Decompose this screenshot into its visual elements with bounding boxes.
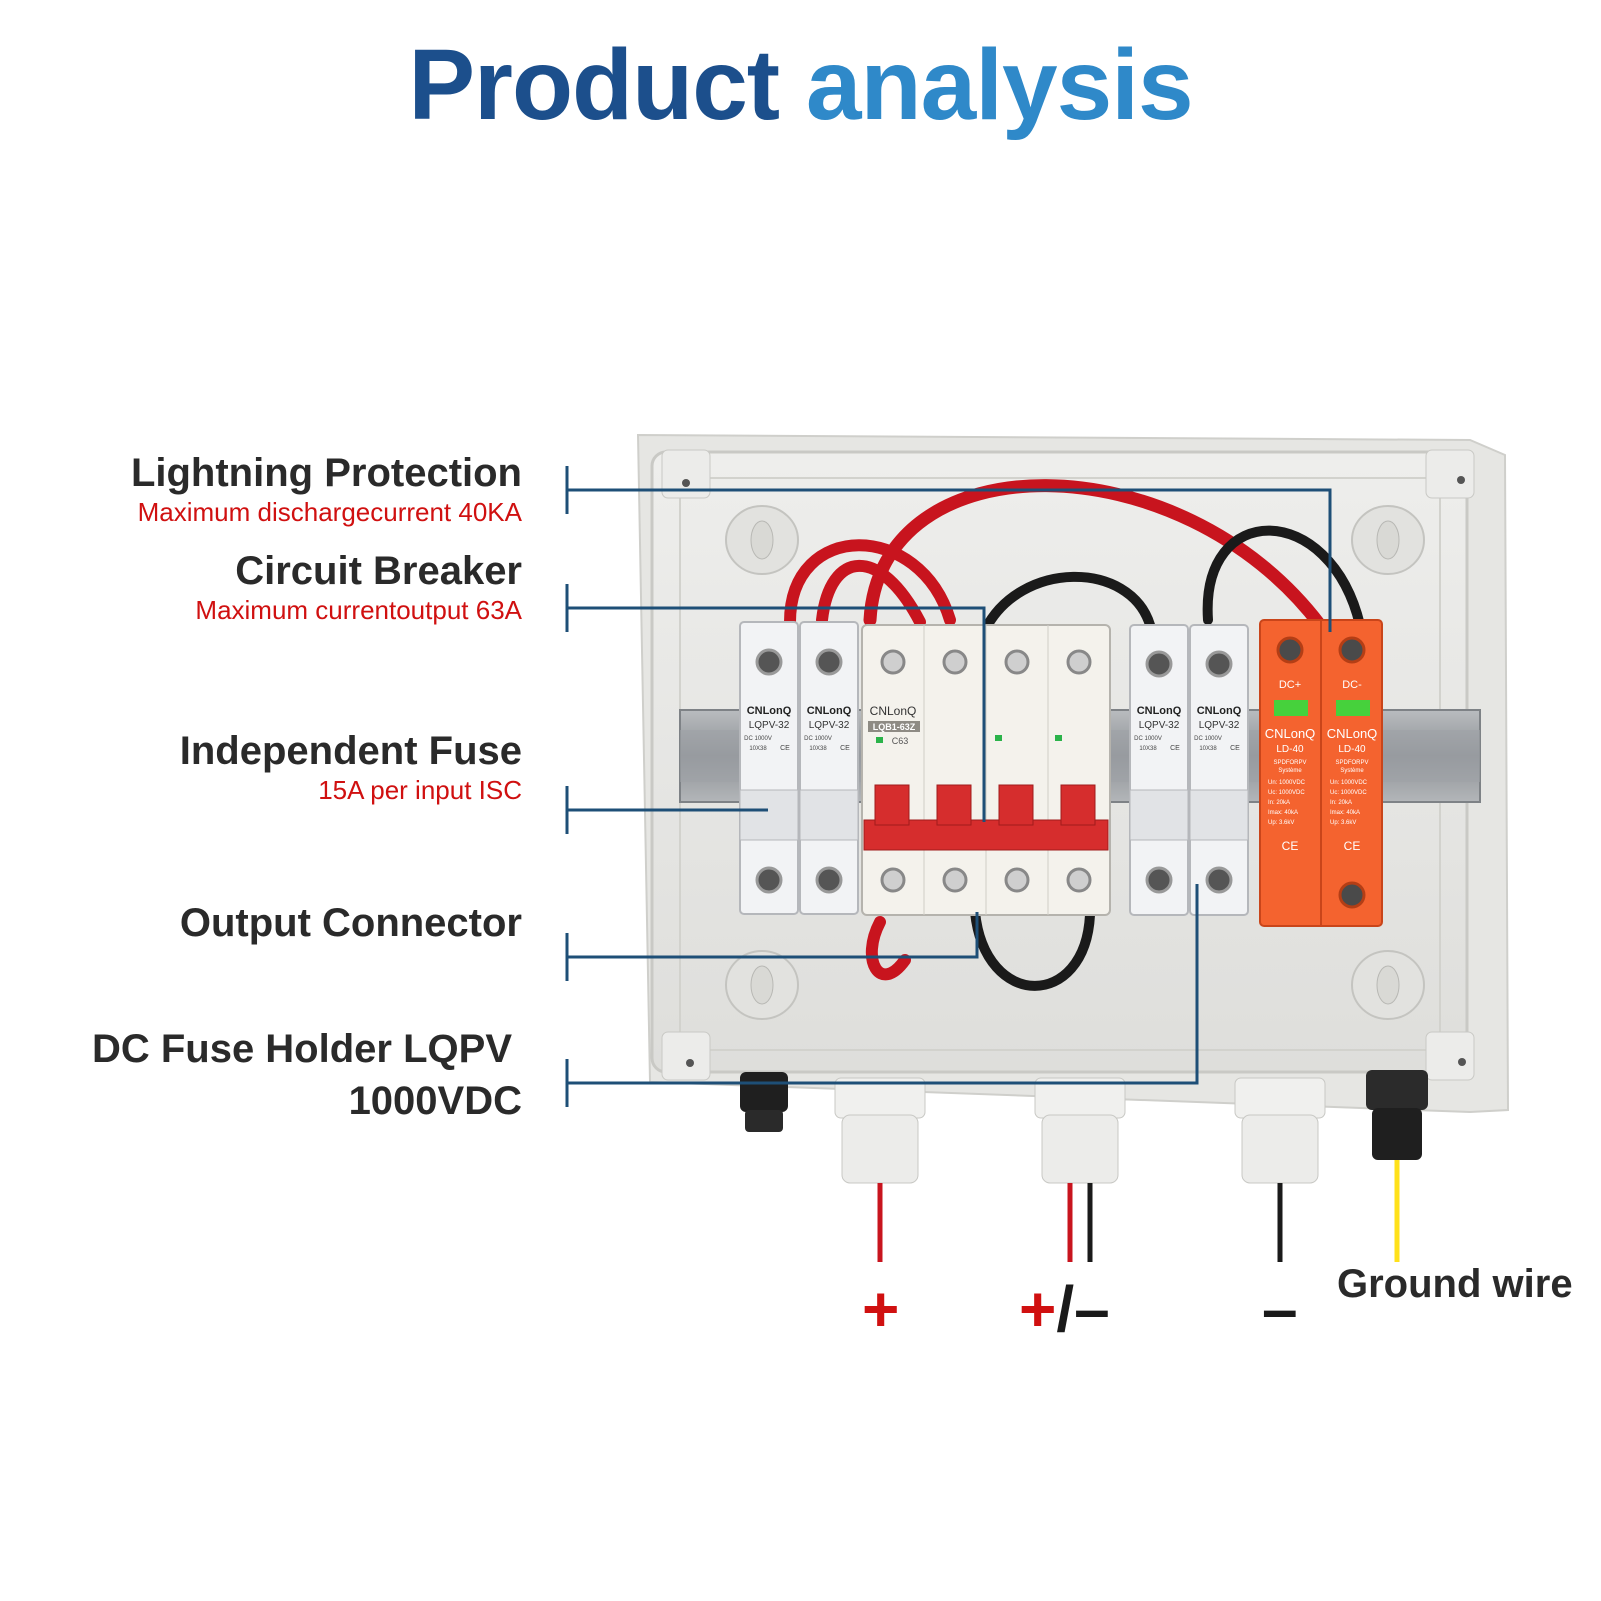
circuit-breaker: CNLonQ LQB1-63Z C63 [861, 624, 1111, 916]
spd-spec: Uc: 1000VDC [1268, 790, 1305, 796]
terminal-minus-label: – [1262, 1273, 1298, 1345]
spd-spec: Imax: 40kA [1268, 810, 1298, 816]
spd-spec: Imax: 40kA [1330, 810, 1360, 816]
fuse-brand: CNLonQ [1197, 705, 1242, 717]
callout-circuit-breaker: Circuit Breaker Maximum currentoutput 63… [195, 548, 522, 626]
callout-heading: Independent Fuse [179, 729, 522, 773]
fuse-model: LQPV-32 [1139, 720, 1180, 731]
breaker-rating: C63 [892, 736, 909, 746]
spd-ce-mark: CE [1282, 839, 1299, 853]
callout-detail: Maximum currentoutput 63A [195, 595, 522, 625]
callout-heading-line2: 1000VDC [348, 1079, 522, 1123]
fuse-rating: DC 1000V [1194, 736, 1222, 742]
fuse-size: 10X38 [1139, 746, 1157, 752]
callout-output-connector: Output Connector [180, 900, 522, 946]
spd-spec: Up: 3.6kV [1330, 820, 1356, 826]
breaker-model: LQB1-63Z [873, 722, 916, 732]
spd-spec: Up: 3.6kV [1268, 820, 1294, 826]
fuse-brand: CNLonQ [807, 705, 852, 717]
spd-spec: In: 20kA [1330, 800, 1352, 806]
callout-heading: Lightning Protection [130, 451, 522, 495]
fuse-rating: DC 1000V [744, 736, 772, 742]
spd-model: LD-40 [1338, 744, 1366, 755]
fuse-model: LQPV-32 [749, 720, 790, 731]
spd-sub: SPDFORPV [1273, 760, 1306, 766]
title-word-product: Product [408, 29, 780, 141]
spd-ce-mark: CE [1344, 839, 1361, 853]
wires-red [784, 479, 1327, 981]
fuse-holder-right-1: CNLonQ LQPV-32 DC 1000V 10X38 CE [1129, 624, 1189, 916]
spd-brand: CNLonQ [1265, 726, 1316, 741]
fuse-brand: CNLonQ [1137, 705, 1182, 717]
spd-sub: SPDFORPV [1335, 760, 1368, 766]
pm-minus: – [1074, 1273, 1110, 1345]
spd-brand: CNLonQ [1327, 726, 1378, 741]
callout-dc-fuse-holder: DC Fuse Holder LQPV 1000VDC [92, 1026, 522, 1124]
spd-spec: In: 20kA [1268, 800, 1290, 806]
pm-plus: + [1019, 1273, 1057, 1345]
callout-heading: DC Fuse Holder LQPV [91, 1027, 512, 1071]
fuse-holder-left-2: CNLonQ LQPV-32 DC 1000V 10X38 CE [799, 621, 859, 915]
spd-model: LD-40 [1276, 744, 1304, 755]
fuse-size: 10X38 [809, 746, 827, 752]
spd-ground-screw [1338, 881, 1366, 909]
breaker-brand: CNLonQ [870, 704, 917, 718]
spd-dc-minus: DC- [1342, 679, 1362, 691]
fuse-holder-left-1: CNLonQ LQPV-32 DC 1000V 10X38 CE [739, 621, 799, 915]
fuse-ce-mark: CE [1170, 745, 1180, 752]
callout-detail: Maximum dischargecurrent 40KA [137, 497, 522, 527]
callout-lines [565, 466, 1332, 1107]
spd-spec: Un: 1000VDC [1268, 780, 1306, 786]
callout-detail: 15A per input ISC [318, 775, 522, 805]
fuse-rating: DC 1000V [804, 736, 832, 742]
callout-heading: Output Connector [179, 901, 522, 945]
fuse-ce-mark: CE [1230, 745, 1240, 752]
terminal-plus-label: + [862, 1273, 900, 1345]
terminal-plus-minus-label: +/– [1019, 1277, 1110, 1341]
fuse-model: LQPV-32 [1199, 720, 1240, 731]
surge-protection-device: DC+ DC- CNLonQ CNLonQ LD-40 LD-40 SPDFOR… [1259, 619, 1383, 927]
spd-dc-plus: DC+ [1279, 679, 1301, 691]
fuse-ce-mark: CE [840, 745, 850, 752]
output-wires [877, 1160, 1400, 1262]
fuse-size: 10X38 [1199, 746, 1217, 752]
terminal-ground-label: Ground wire [1337, 1262, 1573, 1306]
fuse-brand: CNLonQ [747, 705, 792, 717]
fuse-holder-right-2: CNLonQ LQPV-32 DC 1000V 10X38 CE [1189, 624, 1249, 916]
fuse-ce-mark: CE [780, 745, 790, 752]
cable-glands [740, 1070, 1428, 1184]
wires-black [970, 525, 1365, 991]
pm-slash: / [1056, 1273, 1075, 1345]
fuse-size: 10X38 [749, 746, 767, 752]
fuse-rating: DC 1000V [1134, 736, 1162, 742]
spd-sub2: Système [1340, 768, 1364, 774]
fuse-model: LQPV-32 [809, 720, 850, 731]
spd-spec: Uc: 1000VDC [1330, 790, 1367, 796]
spd-spec: Un: 1000VDC [1330, 780, 1368, 786]
title-word-analysis: analysis [805, 29, 1194, 141]
callout-lightning-protection: Lightning Protection Maximum dischargecu… [131, 450, 522, 528]
page-title: Product analysis [0, 28, 1601, 143]
callout-independent-fuse: Independent Fuse 15A per input ISC [180, 728, 522, 806]
callout-heading: Circuit Breaker [235, 549, 522, 593]
spd-sub2: Système [1278, 768, 1302, 774]
